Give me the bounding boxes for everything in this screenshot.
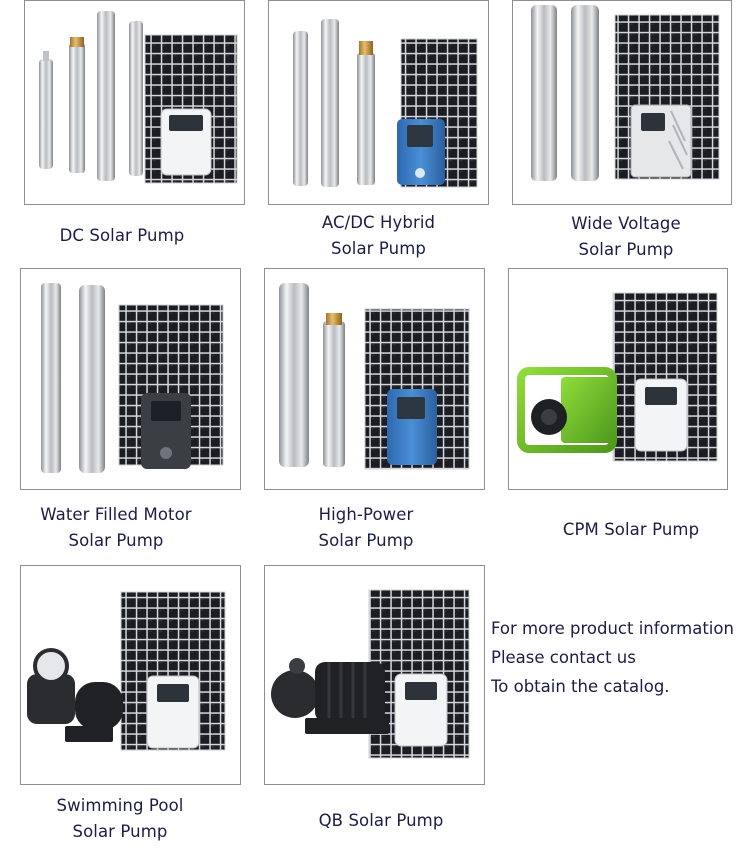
product-image-water[interactable] bbox=[20, 268, 241, 490]
pump-controller-icon bbox=[141, 393, 191, 469]
submersible-pump-icon bbox=[39, 11, 143, 181]
pump-controller-icon bbox=[394, 673, 448, 747]
product-caption-acdc: AC/DC Hybrid Solar Pump bbox=[321, 213, 436, 258]
product-caption-dc: DC Solar Pump bbox=[59, 226, 185, 245]
pump-controller-icon bbox=[397, 119, 445, 185]
product-caption-qb: QB Solar Pump bbox=[318, 811, 444, 830]
pump-controller-icon bbox=[387, 389, 437, 465]
submersible-pump-icon bbox=[531, 5, 599, 181]
product-caption-wide: Wide Voltage Solar Pump bbox=[571, 214, 681, 259]
contact-note-line2: Please contact us bbox=[491, 648, 636, 667]
product-image-wide[interactable] bbox=[512, 0, 732, 205]
submersible-pump-icon bbox=[279, 283, 345, 467]
product-caption-cpm: CPM Solar Pump bbox=[562, 520, 700, 539]
pump-controller-icon bbox=[634, 378, 688, 452]
pump-controller-icon bbox=[630, 104, 692, 178]
product-image-acdc[interactable] bbox=[268, 0, 489, 205]
product-caption-pool: Swimming Pool Solar Pump bbox=[56, 796, 184, 841]
product-image-qb[interactable] bbox=[264, 565, 485, 785]
product-caption-water: Water Filled Motor Solar Pump bbox=[40, 505, 192, 550]
product-image-dc[interactable] bbox=[24, 0, 245, 205]
contact-note-line1: For more product information bbox=[491, 619, 734, 638]
submersible-pump-icon bbox=[293, 19, 375, 187]
pump-controller-icon bbox=[160, 108, 212, 176]
product-image-cpm[interactable] bbox=[508, 268, 728, 490]
cpm-pump-icon bbox=[517, 367, 617, 453]
pool-pump-icon bbox=[27, 648, 123, 742]
product-image-pool[interactable] bbox=[20, 565, 241, 785]
submersible-pump-icon bbox=[41, 283, 105, 473]
qb-pump-icon bbox=[271, 658, 389, 734]
contact-note: For more product information Please cont… bbox=[491, 614, 734, 701]
pump-controller-icon bbox=[146, 675, 200, 749]
contact-note-line3: To obtain the catalog. bbox=[491, 677, 670, 696]
product-image-highpower[interactable] bbox=[264, 268, 485, 490]
product-caption-highpower: High-Power Solar Pump bbox=[318, 505, 414, 550]
